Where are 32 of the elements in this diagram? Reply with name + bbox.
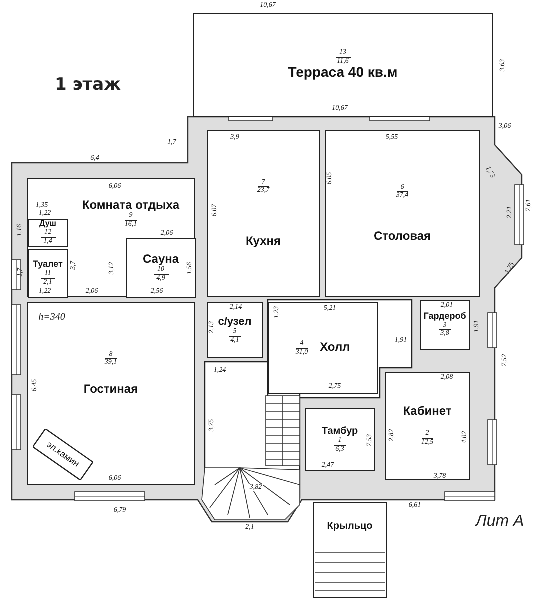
room-name: Гардероб [424, 312, 466, 322]
room [207, 302, 263, 358]
room-name: Туалет [33, 260, 63, 270]
floor-title: 1 этаж [54, 76, 122, 94]
room-name: Сауна [142, 253, 180, 266]
room [305, 408, 375, 471]
room-name: Холл [320, 341, 350, 355]
room [28, 219, 68, 247]
sheet-mark: Лит А [476, 514, 524, 530]
room-name: Гостиная [84, 383, 138, 396]
room-name: Крыльцо [327, 521, 373, 532]
room-name: Душ [40, 220, 56, 230]
height-note: h=340 [38, 313, 66, 323]
room [420, 300, 470, 350]
room-name: Столовая [374, 230, 432, 244]
terrace [193, 13, 493, 117]
fireplace [33, 429, 94, 480]
room-name: с/узел [218, 316, 252, 328]
room-name: Кабинет [403, 405, 452, 418]
room [126, 238, 196, 298]
room [325, 130, 480, 297]
room-name: Кухня [246, 235, 282, 248]
room [27, 302, 195, 485]
room [268, 302, 378, 394]
room [385, 372, 470, 480]
room [207, 130, 320, 297]
room-name: Тамбур [322, 426, 358, 437]
room [28, 249, 68, 298]
room-name: Терраса 40 кв.м [288, 65, 398, 81]
room [27, 178, 195, 297]
porch [313, 502, 387, 598]
room-name: Комната отдыха [82, 199, 180, 212]
